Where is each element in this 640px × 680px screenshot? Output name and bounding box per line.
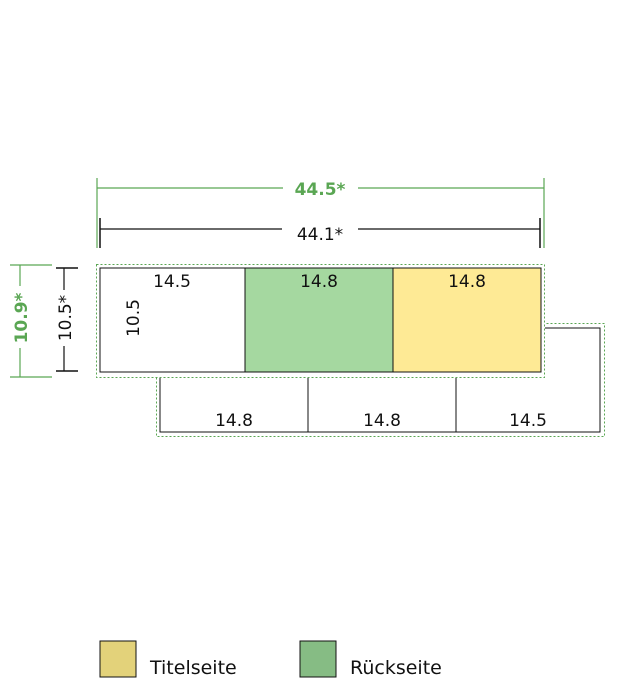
outer-width-label: 44.5* <box>295 180 346 200</box>
inner-height-dimension: 10.5* <box>56 267 78 372</box>
bottom-row: 14.8 14.8 14.5 <box>159 327 601 433</box>
legend-label-back-cover: Rückseite <box>350 657 442 679</box>
legend-swatch-back-cover <box>299 640 337 678</box>
inner-height-label: 10.5* <box>56 295 76 341</box>
top-row: 14.5 14.8 14.8 10.5 <box>99 267 542 373</box>
top-panel-3-label: 14.8 <box>448 272 486 292</box>
outer-height-label: 10.9* <box>12 292 32 343</box>
inner-width-label: 44.1* <box>297 225 343 245</box>
legend-swatch-title-page <box>99 640 137 678</box>
legend: Titelseite Rückseite <box>99 640 442 679</box>
outer-width-dimension: 44.5* <box>96 178 545 248</box>
top-panel-3-title-page <box>392 267 542 373</box>
bottom-panel-1-label: 14.8 <box>215 411 253 431</box>
bottom-row-bleed-outline <box>156 323 605 437</box>
legend-label-title-page: Titelseite <box>149 657 237 679</box>
top-row-bleed-outline <box>96 264 545 378</box>
inner-width-dimension: 44.1* <box>99 218 541 248</box>
bottom-panel-3-label: 14.5 <box>509 411 547 431</box>
bottom-row-outline <box>159 327 601 433</box>
top-panel-2-back-cover <box>244 267 394 373</box>
outer-height-dimension: 10.9* <box>10 264 52 378</box>
panel-height-label: 10.5 <box>124 299 144 337</box>
top-panel-1-label: 14.5 <box>153 272 191 292</box>
bottom-panel-2-label: 14.8 <box>363 411 401 431</box>
top-panel-2-label: 14.8 <box>300 272 338 292</box>
